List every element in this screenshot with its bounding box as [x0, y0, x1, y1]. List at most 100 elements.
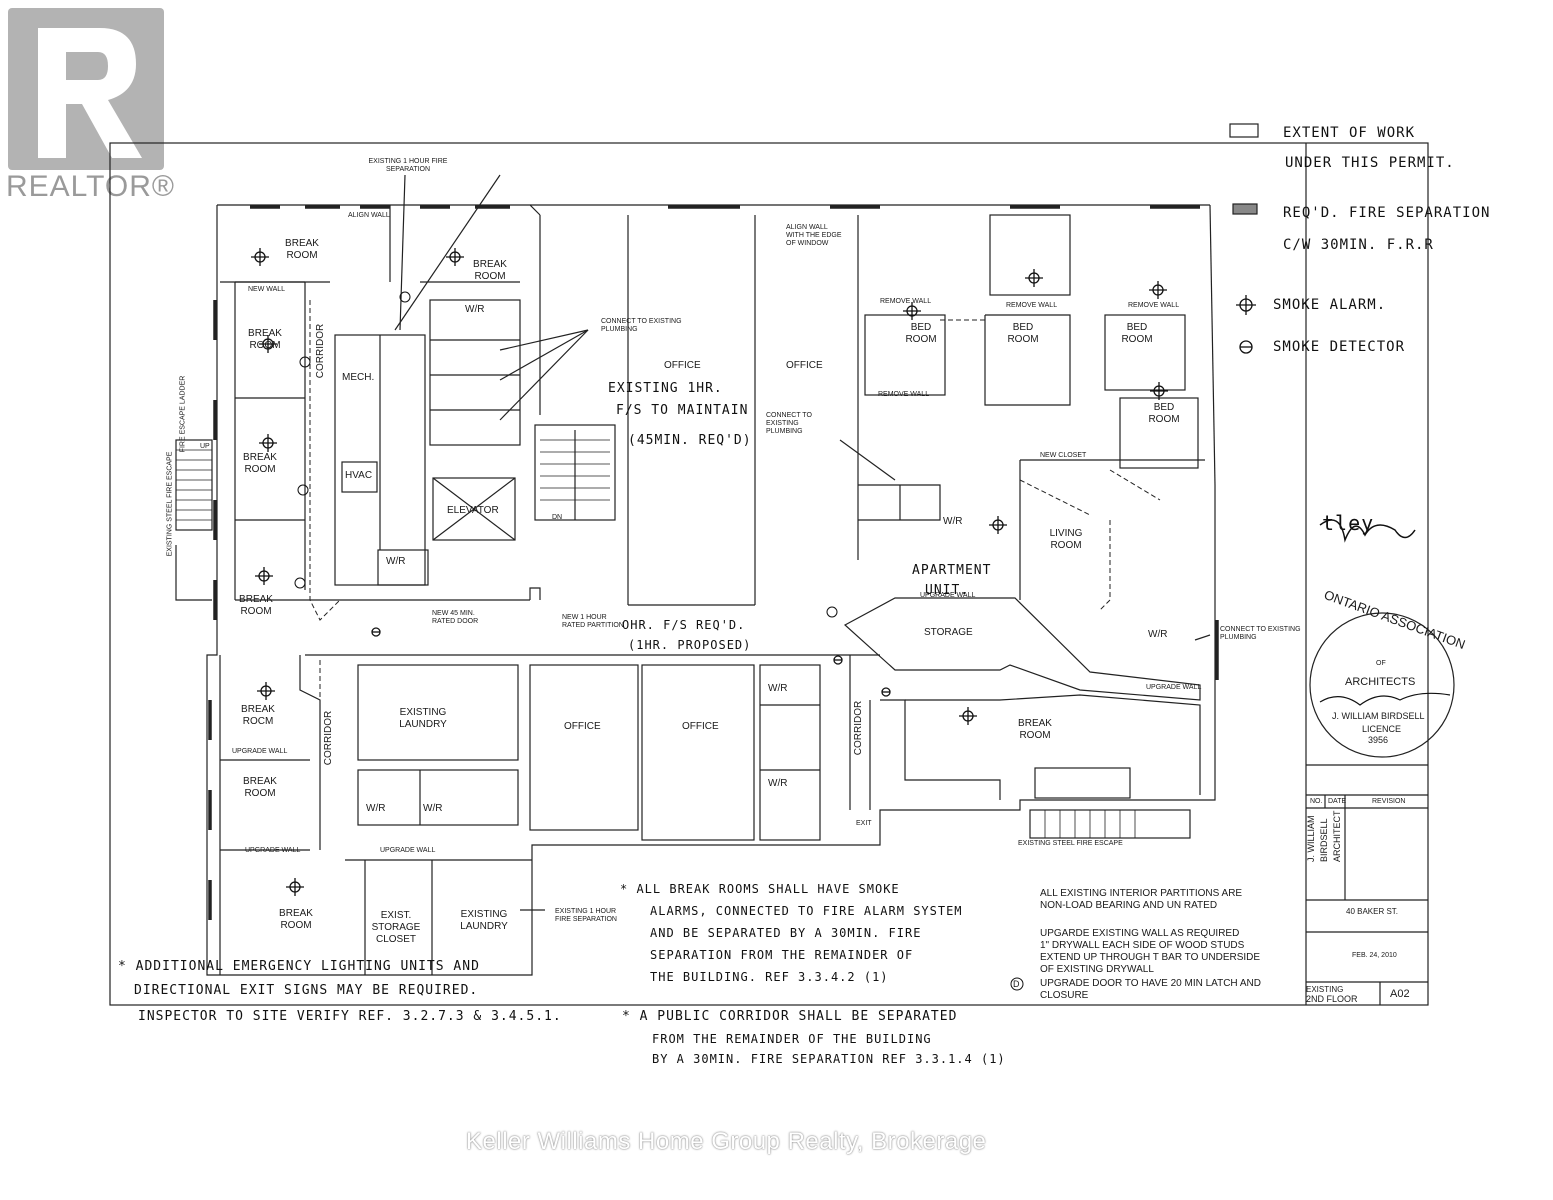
- note-upgrade-wall-2: UPGRADE WALL: [1146, 684, 1202, 691]
- room-bed-room-4: BED ROOM: [1148, 402, 1180, 425]
- stamp-licence: LICENCE: [1362, 724, 1402, 734]
- room-break-room-4: BREAK ROOM: [243, 452, 277, 475]
- room-corridor-2: CORRIDOR: [323, 710, 335, 766]
- room-mech: MECH.: [342, 372, 375, 383]
- room-living-room: LIVING ROOM: [1049, 528, 1083, 551]
- wr-label-8: W/R: [1148, 629, 1168, 640]
- note-exit: EXIT: [856, 820, 872, 827]
- wr-label-7: W/R: [943, 516, 963, 527]
- note-upgrade-wall-3: UPGRADE WALL: [232, 748, 288, 755]
- room-office-1: OFFICE: [664, 360, 701, 371]
- room-break-room-6: BREAK ROCM: [241, 704, 275, 727]
- hand-emergency-l2: DIRECTIONAL EXIT SIGNS MAY BE REQUIRED.: [134, 983, 479, 998]
- note-partitions-l2: NON-LOAD BEARING AND UN RATED: [1040, 900, 1218, 911]
- legend-extent-line2: UNDER THIS PERMIT.: [1285, 155, 1455, 171]
- room-hvac: HVAC: [345, 470, 373, 481]
- hand-emergency-l1: * ADDITIONAL EMERGENCY LIGHTING UNITS AN…: [118, 959, 480, 974]
- note-new-1hr-partition: NEW 1 HOUR RATED PARTITION: [562, 614, 624, 629]
- firm-line1: J. WILLIAM: [1306, 815, 1316, 862]
- legend-fs-line1: REQ'D. FIRE SEPARATION: [1283, 205, 1491, 221]
- room-break-room-1: BREAK ROOM: [285, 238, 319, 261]
- hand-apartment-l1: APARTMENT: [912, 563, 992, 578]
- legend-fs-line2: C/W 30MIN. F.R.R: [1283, 237, 1434, 253]
- firm-line2: BIRDSELL: [1319, 818, 1329, 862]
- hand-ohr-l2: (1HR. PROPOSED): [628, 638, 752, 652]
- firm-line3: ARCHITECT: [1332, 810, 1342, 863]
- note-new-45-door: NEW 45 MIN. RATED DOOR: [432, 610, 479, 625]
- room-laundry-1: EXISTING LAUNDRY: [399, 707, 447, 730]
- note-upgrade-l2: 1" DRYWALL EACH SIDE OF WOOD STUDS: [1040, 940, 1245, 951]
- legend-extent-line1: EXTENT OF WORK: [1283, 125, 1416, 141]
- hand-existing-1hr-l3: (45MIN. REQ'D): [628, 433, 752, 448]
- room-bed-room-2: BED ROOM: [1007, 322, 1039, 345]
- stamp-name: J. WILLIAM BIRDSELL: [1332, 711, 1425, 721]
- title-no: NO.: [1310, 798, 1323, 805]
- wr-label-3: W/R: [366, 803, 386, 814]
- wr-label-4: W/R: [423, 803, 443, 814]
- note-existing-steel-fe-bottom: EXISTING STEEL FIRE ESCAPE: [1018, 840, 1123, 847]
- hand-break-rooms-l1: * ALL BREAK ROOMS SHALL HAVE SMOKE: [620, 882, 900, 896]
- wr-label-1: W/R: [465, 304, 485, 315]
- hand-break-rooms-l5: THE BUILDING. REF 3.3.4.2 (1): [650, 970, 889, 984]
- room-storage-closet: EXIST. STORAGE CLOSET: [371, 910, 421, 945]
- note-existing-steel-fe-left: EXISTING STEEL FIRE ESCAPE: [166, 451, 174, 557]
- note-connect-plumbing-2: CONNECT TO EXISTING PLUMBING: [766, 412, 812, 435]
- hand-ohr-l1: OHR. F/S REQ'D.: [622, 618, 746, 632]
- room-elevator: ELEVATOR: [447, 505, 499, 516]
- note-remove-wall-3: REMOVE WALL: [1006, 302, 1058, 309]
- note-connect-plumbing-1: CONNECT TO EXISTING PLUMBING: [601, 318, 682, 333]
- note-up: UP: [200, 443, 210, 450]
- note-fire-escape-ladder: FIRE ESCAPE LADDER: [179, 375, 187, 453]
- stamp-of: OF: [1376, 660, 1386, 667]
- note-new-closet: NEW CLOSET: [1040, 452, 1087, 459]
- stamp-architects: ARCHITECTS: [1345, 676, 1416, 688]
- realtor-logo: [8, 8, 164, 170]
- hand-break-rooms-l2: ALARMS, CONNECTED TO FIRE ALARM SYSTEM: [650, 904, 963, 918]
- note-existing-fs-top: EXISTING 1 HOUR FIRE SEPARATION: [368, 158, 448, 173]
- note-remove-wall-2: REMOVE WALL: [878, 391, 930, 398]
- legend-smoke-detector: SMOKE DETECTOR: [1273, 339, 1406, 355]
- note-existing-fs-bottom: EXISTING 1 HOUR FIRE SEPARATION: [555, 908, 617, 923]
- initials: tley: [1322, 511, 1375, 535]
- hand-existing-1hr-l1: EXISTING 1HR.: [608, 381, 723, 396]
- note-door-l1: UPGRADE DOOR TO HAVE 20 min LATCH AND: [1040, 978, 1261, 989]
- brokerage-watermark: Keller Williams Home Group Realty, Broke…: [466, 1128, 987, 1155]
- title-date-header: DATE: [1328, 798, 1347, 805]
- room-corridor-1: CORRIDOR: [315, 323, 327, 379]
- hand-break-rooms-l3: AND BE SEPARATED BY A 30MIN. FIRE: [650, 926, 922, 940]
- note-upgrade-wall-1: UPGRADE WALL: [920, 592, 976, 599]
- room-bed-room-3: BED ROOM: [1121, 322, 1153, 345]
- note-remove-wall-1: REMOVE WALL: [880, 298, 932, 305]
- title-floor: 2ND FLOOR: [1306, 994, 1358, 1004]
- note-upgrade-wall-5: UPGRADE WALL: [380, 847, 436, 854]
- hand-public-l1: * A PUBLIC CORRIDOR SHALL BE SEPARATED: [622, 1009, 958, 1024]
- room-office-4: OFFICE: [682, 721, 719, 732]
- title-sheet: A02: [1390, 988, 1410, 1000]
- note-align-wall-window: ALIGN WALL WITH THE EDGE OF WINDOW: [786, 224, 842, 247]
- room-corridor-3: CORRIDOR: [853, 700, 865, 756]
- note-door-l2: CLOSURE: [1040, 990, 1089, 1001]
- hand-existing-1hr-l2: F/S TO MAINTAIN: [616, 403, 749, 418]
- wr-label-6: W/R: [768, 778, 788, 789]
- note-door-symbol: D: [1013, 979, 1020, 989]
- hand-emergency-l3: INSPECTOR TO SITE VERIFY REF. 3.2.7.3 & …: [138, 1009, 562, 1024]
- room-office-3: OFFICE: [564, 721, 601, 732]
- room-break-room-7: BREAK ROOM: [243, 776, 277, 799]
- hand-apartment-l2: UNIT.: [925, 583, 970, 598]
- stamp-number: 3956: [1368, 735, 1389, 745]
- note-partitions-l1: ALL EXISTING INTERIOR PARTITIONS ARE: [1040, 888, 1243, 899]
- room-break-room-3: BREAK ROOM: [248, 328, 282, 351]
- wr-label-2: W/R: [386, 556, 406, 567]
- note-upgrade-l1: UPGARDE EXISTING WALL AS REQUIRED: [1040, 928, 1240, 939]
- note-remove-wall-4: REMOVE WALL: [1128, 302, 1180, 309]
- room-storage: STORAGE: [924, 627, 973, 638]
- hand-break-rooms-l4: SEPARATION FROM THE REMAINDER OF: [650, 948, 914, 962]
- room-office-2: OFFICE: [786, 360, 823, 371]
- legend-smoke-alarm: SMOKE ALARM.: [1273, 297, 1387, 313]
- realtor-wordmark: REALTOR®: [6, 170, 176, 203]
- note-align-wall: ALIGN WALL: [348, 212, 390, 219]
- room-break-room-2: BREAK ROOM: [473, 259, 507, 282]
- title-date: FEB. 24, 2010: [1352, 952, 1397, 959]
- room-break-room-5: BREAK ROOM: [239, 594, 273, 617]
